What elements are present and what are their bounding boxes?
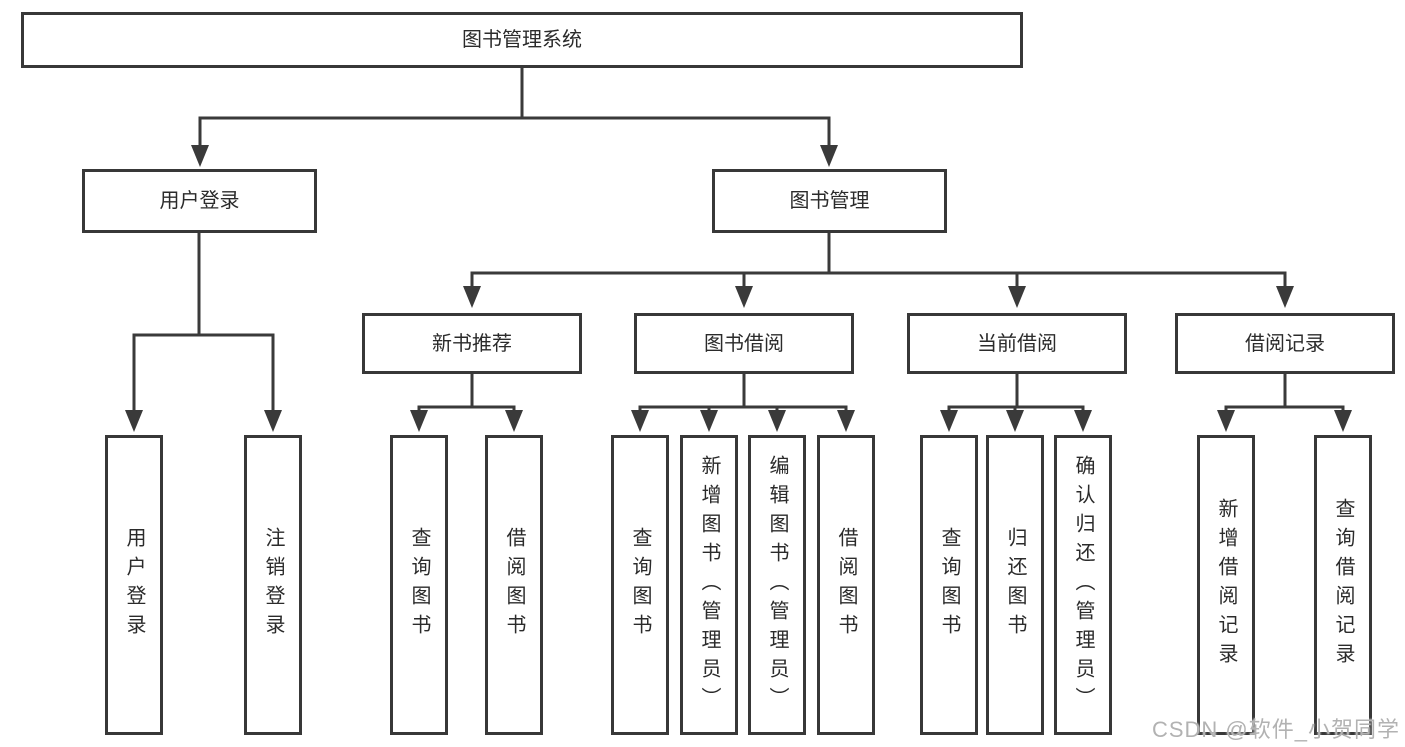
leaf-add-book-admin: 新增图书（管理员）	[680, 435, 738, 735]
leaf-query-books-borrowing: 查询图书	[611, 435, 669, 735]
node-current-borrowing: 当前借阅	[907, 313, 1127, 374]
leaf-add-borrow-record: 新增借阅记录	[1197, 435, 1255, 735]
leaf-edit-book-admin: 编辑图书（管理员）	[748, 435, 806, 735]
node-new-book-recommendation: 新书推荐	[362, 313, 582, 374]
node-library-management-system: 图书管理系统	[21, 12, 1023, 68]
leaf-logout: 注销登录	[244, 435, 302, 735]
leaf-query-books-recommend: 查询图书	[390, 435, 448, 735]
node-user-login: 用户登录	[82, 169, 317, 233]
leaf-borrow-books: 借阅图书	[817, 435, 875, 735]
csdn-watermark: CSDN @软件_小贺同学	[1151, 717, 1400, 742]
leaf-query-borrow-record: 查询借阅记录	[1314, 435, 1372, 735]
leaf-confirm-return-admin: 确认归还（管理员）	[1054, 435, 1112, 735]
leaf-borrow-books-recommend: 借阅图书	[485, 435, 543, 735]
node-book-management: 图书管理	[712, 169, 947, 233]
leaf-query-books-current: 查询图书	[920, 435, 978, 735]
node-borrowing-records: 借阅记录	[1175, 313, 1395, 374]
leaf-return-book: 归还图书	[986, 435, 1044, 735]
leaf-user-login: 用户登录	[105, 435, 163, 735]
node-book-borrowing: 图书借阅	[634, 313, 854, 374]
